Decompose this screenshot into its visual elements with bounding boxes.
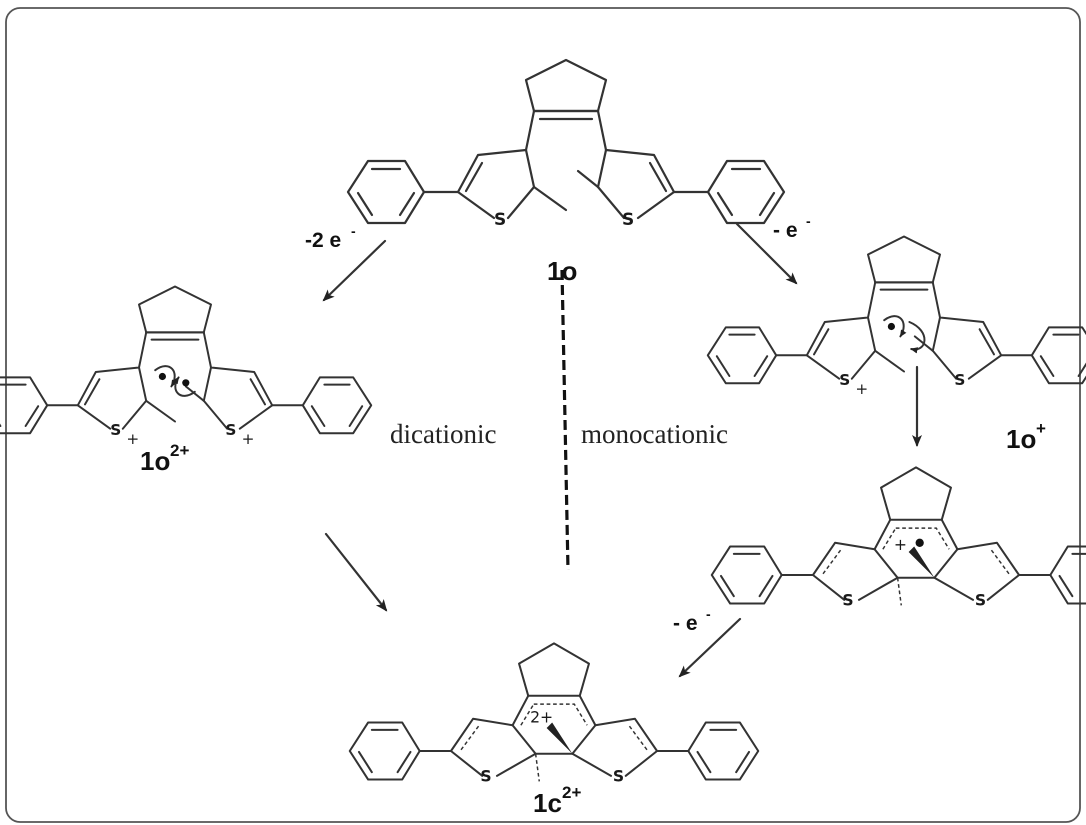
- label-one-electron-bottom: - e -: [673, 606, 711, 635]
- svg-text:-: -: [706, 606, 711, 622]
- svg-text:1o: 1o: [1006, 424, 1036, 454]
- svg-text:2+: 2+: [562, 783, 581, 802]
- positive-charge: +: [126, 430, 139, 448]
- diagram-frame: [5, 7, 1081, 823]
- label-1o-cation: 1o +: [1006, 419, 1046, 454]
- sulfur-atom: S: [225, 421, 236, 439]
- svg-text:2+: 2+: [170, 441, 189, 460]
- electron-arrow: [908, 321, 926, 354]
- label-one-electron-top: - e -: [773, 213, 811, 242]
- svg-text:-: -: [351, 223, 356, 239]
- pathway-divider: [560, 269, 570, 571]
- molecule-1o: S S: [346, 58, 786, 230]
- sulfur-atom: S: [494, 210, 506, 230]
- molecule-1o-cation: S S +: [706, 235, 1086, 398]
- sulfur-atom: S: [613, 766, 624, 785]
- molecule-closed-radical-cation: S S +: [710, 466, 1086, 609]
- svg-text:-: -: [806, 213, 811, 229]
- radical-dot: [915, 538, 924, 547]
- svg-text:-2 e: -2 e: [305, 229, 341, 252]
- arrow-two-electron-oxidation: [322, 239, 387, 302]
- label-1c-dication: 1c 2+: [533, 783, 581, 818]
- sulfur-atom: S: [842, 590, 853, 609]
- arrow-dicationic-closure: [324, 532, 388, 612]
- svg-text:- e: - e: [673, 612, 698, 635]
- label-two-electron: -2 e -: [305, 223, 356, 252]
- molecule-1c-dication: S S 2+: [348, 642, 760, 785]
- positive-charge: +: [894, 535, 907, 554]
- positive-charge: +: [242, 430, 255, 448]
- molecule-1o-dication: S S + +: [0, 285, 373, 448]
- arrow-one-electron-oxidation-top: [735, 222, 798, 285]
- label-monocationic: monocationic: [581, 419, 728, 449]
- sulfur-atom: S: [839, 371, 850, 389]
- sulfur-atom: S: [110, 421, 121, 439]
- sulfur-atom: S: [954, 371, 965, 389]
- dication-charge: 2+: [530, 707, 553, 726]
- svg-text:+: +: [1036, 419, 1046, 438]
- label-1o-dication: 1o 2+: [140, 441, 189, 476]
- svg-text:1c: 1c: [533, 788, 562, 818]
- sulfur-atom: S: [622, 210, 634, 230]
- svg-text:1o: 1o: [140, 446, 170, 476]
- electron-arrow: [172, 376, 196, 397]
- radical-dot: [182, 379, 190, 387]
- electron-arrow: [883, 315, 907, 338]
- sulfur-atom: S: [480, 766, 491, 785]
- svg-text:- e: - e: [773, 219, 798, 242]
- sulfur-atom: S: [975, 590, 986, 609]
- label-dicationic: dicationic: [390, 419, 496, 449]
- radical-dot: [158, 372, 166, 381]
- arrow-one-electron-oxidation-bottom: [678, 617, 742, 678]
- radical-dot: [887, 322, 895, 331]
- positive-charge: +: [855, 380, 868, 398]
